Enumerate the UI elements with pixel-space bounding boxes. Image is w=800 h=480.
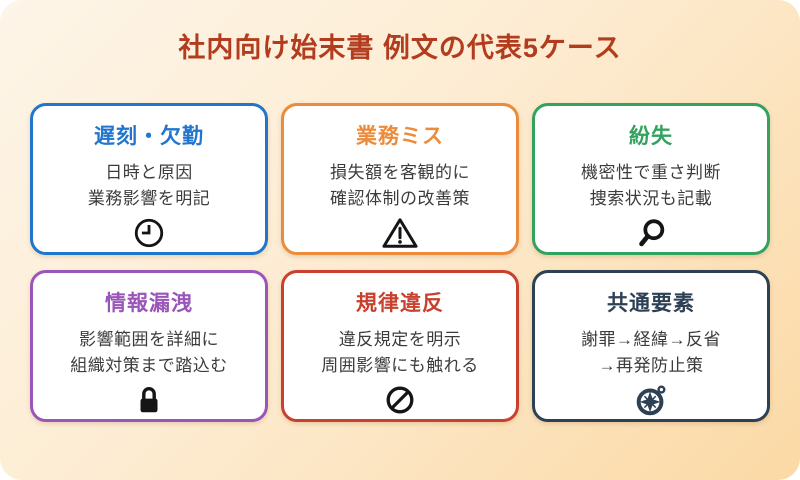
card-title: 遅刻・欠勤 xyxy=(94,125,204,148)
prohibition-icon xyxy=(383,382,417,418)
card-work-mistake: 業務ミス 損失額を客観的に 確認体制の改善策 xyxy=(281,103,519,255)
page-title: 社内向け始末書 例文の代表5ケース xyxy=(178,33,622,63)
warning-icon xyxy=(381,215,419,251)
card-rule-violation: 規律違反 違反規定を明示 周囲影響にも触れる xyxy=(281,270,519,422)
card-late-absence: 遅刻・欠勤 日時と原因 業務影響を明記 xyxy=(30,103,268,255)
card-line-1: 機密性で重さ判断 xyxy=(581,163,721,182)
card-line-1: 影響範囲を詳細に xyxy=(79,330,219,349)
card-title: 業務ミス xyxy=(356,125,444,148)
card-title: 情報漏洩 xyxy=(105,292,193,315)
card-title: 規律違反 xyxy=(356,292,444,315)
card-line-2: 確認体制の改善策 xyxy=(330,188,470,208)
card-common-elements: 共通要素 謝罪→経緯→反省 →再発防止策 xyxy=(532,270,770,422)
card-line-2: 捜索状況も記載 xyxy=(589,188,713,208)
card-line-2: →再発防止策 xyxy=(598,355,704,375)
card-line-2: 業務影響を明記 xyxy=(87,188,211,208)
compass-icon xyxy=(633,382,669,418)
card-line-1: 謝罪→経緯→反省 xyxy=(581,330,721,349)
card-line-1: 違反規定を明示 xyxy=(338,330,462,349)
clock-icon xyxy=(132,215,166,251)
card-line-1: 日時と原因 xyxy=(105,163,193,182)
card-line-2: 周囲影響にも触れる xyxy=(321,355,479,375)
card-grid: 遅刻・欠勤 日時と原因 業務影響を明記 業務ミス 損失額を客観的に 確認体制の改… xyxy=(30,103,770,422)
lock-icon xyxy=(132,382,166,418)
card-loss: 紛失 機密性で重さ判断 捜索状況も記載 xyxy=(532,103,770,255)
card-info-leak: 情報漏洩 影響範囲を詳細に 組織対策まで踏込む xyxy=(30,270,268,422)
card-line-2: 組織対策まで踏込む xyxy=(70,355,228,375)
search-icon xyxy=(634,215,668,251)
card-line-1: 損失額を客観的に xyxy=(330,163,470,182)
card-title: 共通要素 xyxy=(607,292,695,315)
card-title: 紛失 xyxy=(629,125,673,148)
